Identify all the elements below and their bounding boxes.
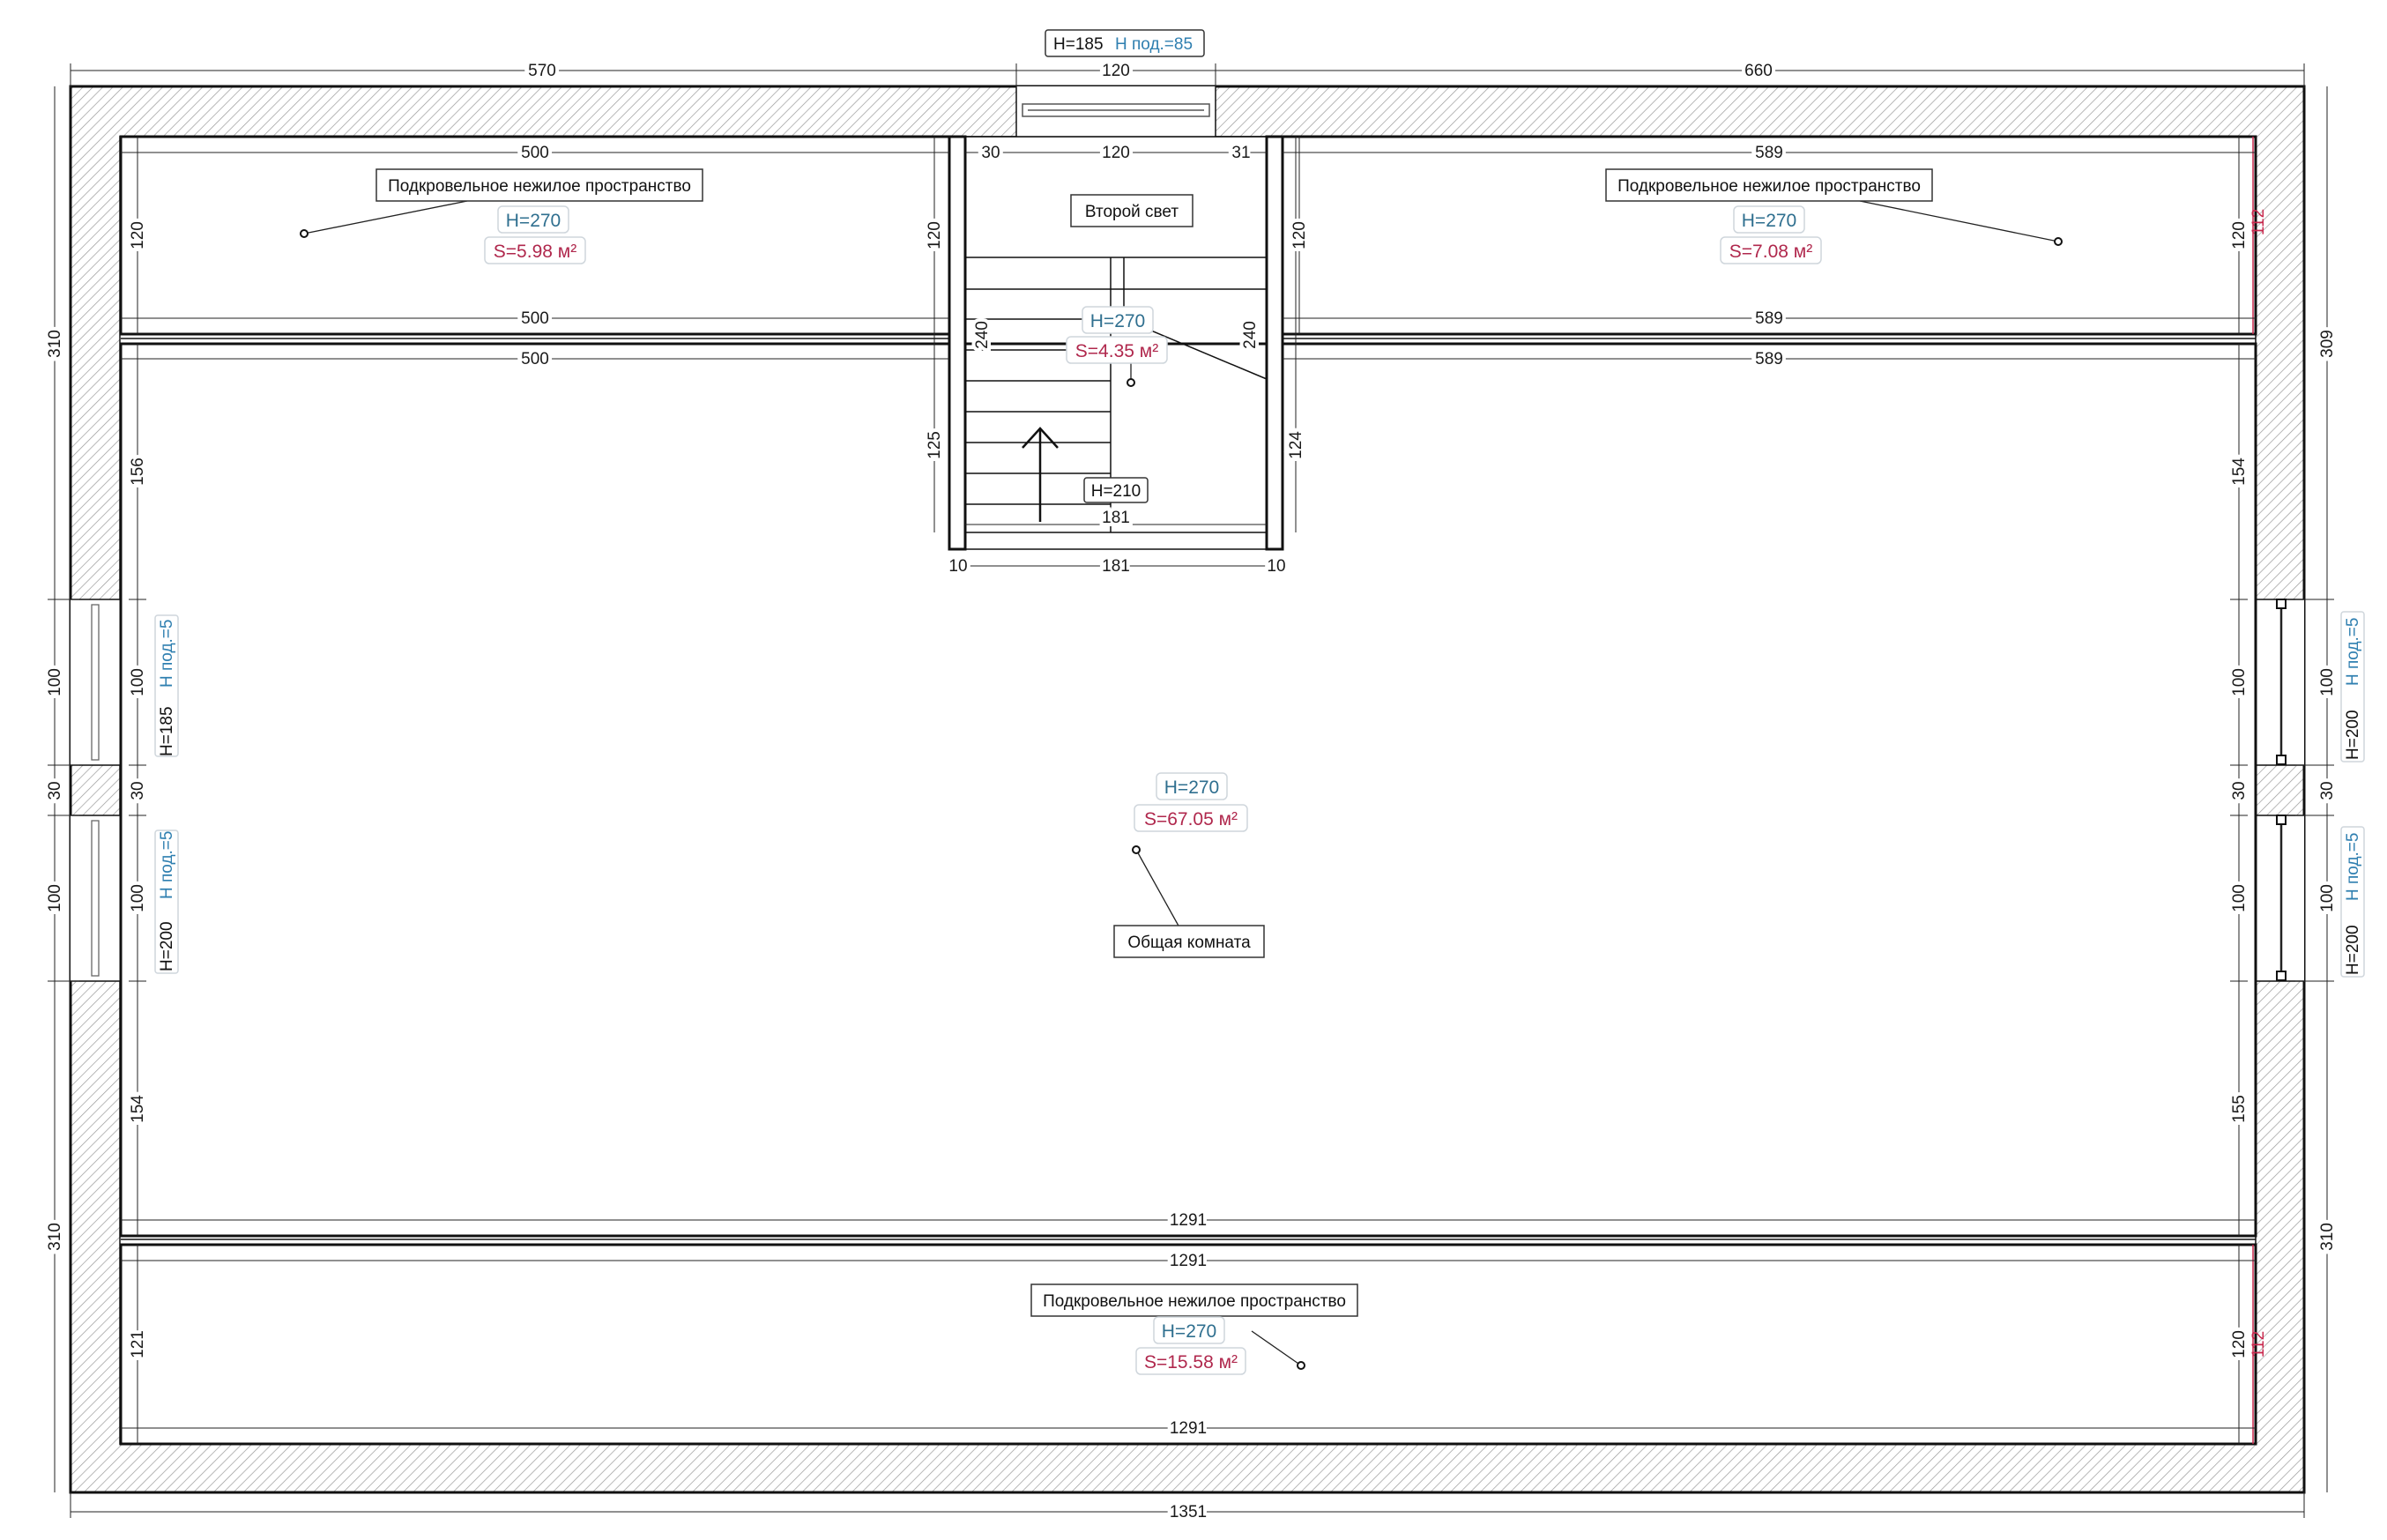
room-bottom-area: S=15.58 м² (1144, 1352, 1238, 1373)
room-main-name: Общая комната (1127, 934, 1251, 952)
dim-stair-bottom-right: 10 (1267, 557, 1285, 576)
dim-left-win2: 100 (46, 884, 64, 912)
dim-main-left-lower: 154 (129, 1095, 147, 1123)
dim-main-left-win1: 100 (129, 668, 147, 696)
dim-tr-bottom: 589 (1755, 309, 1783, 328)
dim-stair-bottom-mid: 181 (1102, 557, 1130, 576)
dim-right-gap: 30 (2318, 781, 2337, 800)
dim-tr-top: 589 (1755, 144, 1783, 162)
dim-main-left-gap: 30 (129, 781, 147, 800)
dim-tr-left: 120 (1290, 221, 1309, 249)
right-window-1 (2256, 599, 2304, 765)
dim-bottom-right: 120 (2230, 1330, 2249, 1358)
stair-wall-left (948, 135, 967, 551)
room-stair-area: S=4.35 м² (1075, 341, 1158, 361)
dim-bottom-left: 121 (129, 1330, 147, 1358)
room-bottom-name: Подкровельное нежилое пространство (1043, 1292, 1346, 1311)
dimension-text: 570 120 660 1351 310 100 30 100 310 309 … (42, 58, 2340, 1525)
right-window-2 (2256, 815, 2304, 981)
dim-right-win2: 100 (2318, 884, 2337, 912)
dim-main-left-upper: 156 (129, 458, 147, 486)
dim-main-left-win2: 100 (129, 884, 147, 912)
room-top-left (119, 135, 951, 336)
dim-right-lower: 310 (2318, 1223, 2337, 1251)
stair-opening-height: H=210 (1091, 482, 1141, 501)
room-stair-name: Второй свет (1085, 203, 1179, 221)
left-win1-height: H=185 (158, 706, 176, 756)
stair-wall-right (1265, 135, 1284, 551)
dim-left-gap: 30 (46, 781, 64, 800)
dim-bottom-bottom: 1291 (1170, 1419, 1207, 1438)
dim-stair-top-right: 31 (1231, 144, 1250, 162)
room-top-right (1281, 135, 2257, 336)
right-win1-height: H=200 (2344, 710, 2362, 760)
dim-stair-right-lower: 124 (1287, 431, 1305, 459)
dim-main-right-win2: 100 (2230, 884, 2249, 912)
room-main-height: H=270 (1164, 777, 1219, 798)
room-label-tl: Подкровельное нежилое пространство H=270… (300, 168, 703, 264)
dim-top-left: 570 (528, 62, 556, 80)
left-win2-height: H=200 (158, 921, 176, 971)
room-tl-name: Подкровельное нежилое пространство (388, 177, 691, 196)
room-tr-height: H=270 (1742, 211, 1796, 231)
dim-stair-top-mid: 120 (1102, 144, 1130, 162)
dim-tl-bottom: 500 (521, 309, 549, 328)
right-win2-sill: H под.=5 (2344, 833, 2362, 901)
left-win1-sill: H под.=5 (158, 620, 176, 688)
dim-tl-top: 500 (521, 144, 549, 162)
left-win2-sill: H под.=5 (158, 831, 176, 899)
top-door-sill: H под.=85 (1115, 35, 1193, 54)
opening-tags: H=185 H под.=85 H=185 H под.=5 H=200 H п… (154, 29, 2365, 978)
room-label-bottom: Подкровельное нежилое пространство H=270… (1030, 1283, 1358, 1375)
dim-bottom-top: 1291 (1170, 1252, 1207, 1270)
dim-tl-left: 120 (129, 221, 147, 249)
dim-bottom-total: 1351 (1170, 1503, 1207, 1521)
dim-main-right-upper: 154 (2230, 458, 2249, 486)
dim-bottom-red: 112 (2249, 1331, 2268, 1358)
dim-left-lower: 310 (46, 1223, 64, 1251)
room-label-stair: Второй свет H=270 S=4.35 м² (1066, 194, 1194, 387)
dim-stair-bottom-left: 10 (948, 557, 967, 576)
room-bottom-height: H=270 (1162, 1321, 1216, 1342)
dim-tl-right: 120 (926, 221, 944, 249)
dim-top-door: 120 (1102, 62, 1130, 80)
right-win2-height: H=200 (2344, 925, 2362, 975)
room-tl-height: H=270 (506, 211, 561, 231)
dimension-lines (48, 63, 2334, 1518)
room-bottom (119, 1243, 2257, 1446)
dim-main-bottom: 1291 (1170, 1211, 1207, 1230)
room-label-tr: Подкровельное нежилое пространство H=270… (1605, 168, 2063, 264)
dim-stair-left-lower: 125 (926, 431, 944, 459)
dim-main-right-lower: 155 (2230, 1095, 2249, 1123)
top-door-height: H=185 (1053, 35, 1104, 54)
room-main (119, 342, 2257, 1238)
room-label-main: H=270 S=67.05 м² Общая комната (1113, 772, 1265, 958)
dim-stair-left-upper: 240 (973, 321, 992, 349)
dim-stair-top-left: 30 (981, 144, 1000, 162)
dim-right-win1: 100 (2318, 668, 2337, 696)
room-stair-height: H=270 (1090, 311, 1145, 331)
dim-left-upper: 310 (46, 330, 64, 358)
room-tl-area: S=5.98 м² (494, 242, 576, 262)
right-win1-sill: H под.=5 (2344, 618, 2362, 686)
dim-top-right: 660 (1744, 62, 1773, 80)
dim-left-win1: 100 (46, 668, 64, 696)
dim-main-right-win1: 100 (2230, 668, 2249, 696)
dim-main-top-right: 589 (1755, 350, 1783, 368)
dim-stair-right-upper: 240 (1241, 321, 1260, 349)
dim-main-right-gap: 30 (2230, 781, 2249, 800)
dim-right-upper: 309 (2318, 330, 2337, 358)
room-tr-area: S=7.08 м² (1729, 242, 1812, 262)
dim-stair-inner-width: 181 (1102, 509, 1130, 527)
room-main-area: S=67.05 м² (1144, 809, 1238, 830)
room-tr-name: Подкровельное нежилое пространство (1617, 177, 1921, 196)
dim-tr-right: 120 (2230, 221, 2249, 249)
dim-tr-red: 112 (2249, 209, 2268, 235)
dim-main-top-left: 500 (521, 350, 549, 368)
